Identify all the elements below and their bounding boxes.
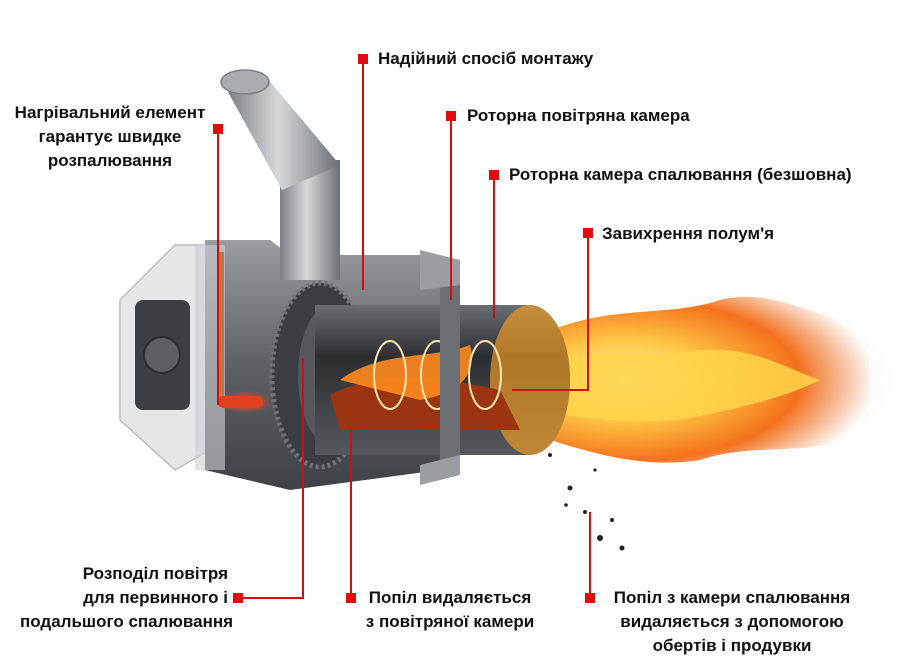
- ash-particles: [548, 453, 625, 551]
- label-ash-air-chamber: Попіл видаляється з повітряної камери: [365, 588, 535, 631]
- callout-markers: [213, 54, 595, 603]
- label-mounting: Надійний спосіб монтажу: [378, 49, 594, 68]
- flame-illustration: [520, 285, 910, 475]
- label-heating-element: Нагрівальний елемент гарантує швидке роз…: [14, 103, 206, 170]
- marker-air-distribution: [233, 593, 243, 603]
- callout-line-swirl: [512, 234, 589, 391]
- label-rotary-combustion-chamber: Роторна камера спалювання (безшовна): [509, 165, 852, 184]
- marker-swirl: [583, 228, 593, 238]
- marker-mounting: [358, 54, 368, 64]
- marker-air-chamber: [446, 111, 456, 121]
- marker-ash-combustion: [585, 593, 595, 603]
- label-rotary-air-chamber: Роторна повітряна камера: [467, 106, 690, 125]
- callout-line-air-distribution: [242, 358, 304, 599]
- marker-combustion: [489, 170, 499, 180]
- label-air-distribution: Розподіл повітря для первинного і подаль…: [20, 564, 234, 631]
- label-flame-swirl: Завихрення полум'я: [602, 224, 775, 243]
- callout-lines: [217, 60, 591, 599]
- marker-ash-air: [346, 593, 356, 603]
- marker-heating: [213, 124, 223, 134]
- pellet-burner-illustration: [119, 69, 570, 490]
- label-ash-combustion-chamber: Попіл з камери спалювання видаляється з …: [613, 588, 851, 655]
